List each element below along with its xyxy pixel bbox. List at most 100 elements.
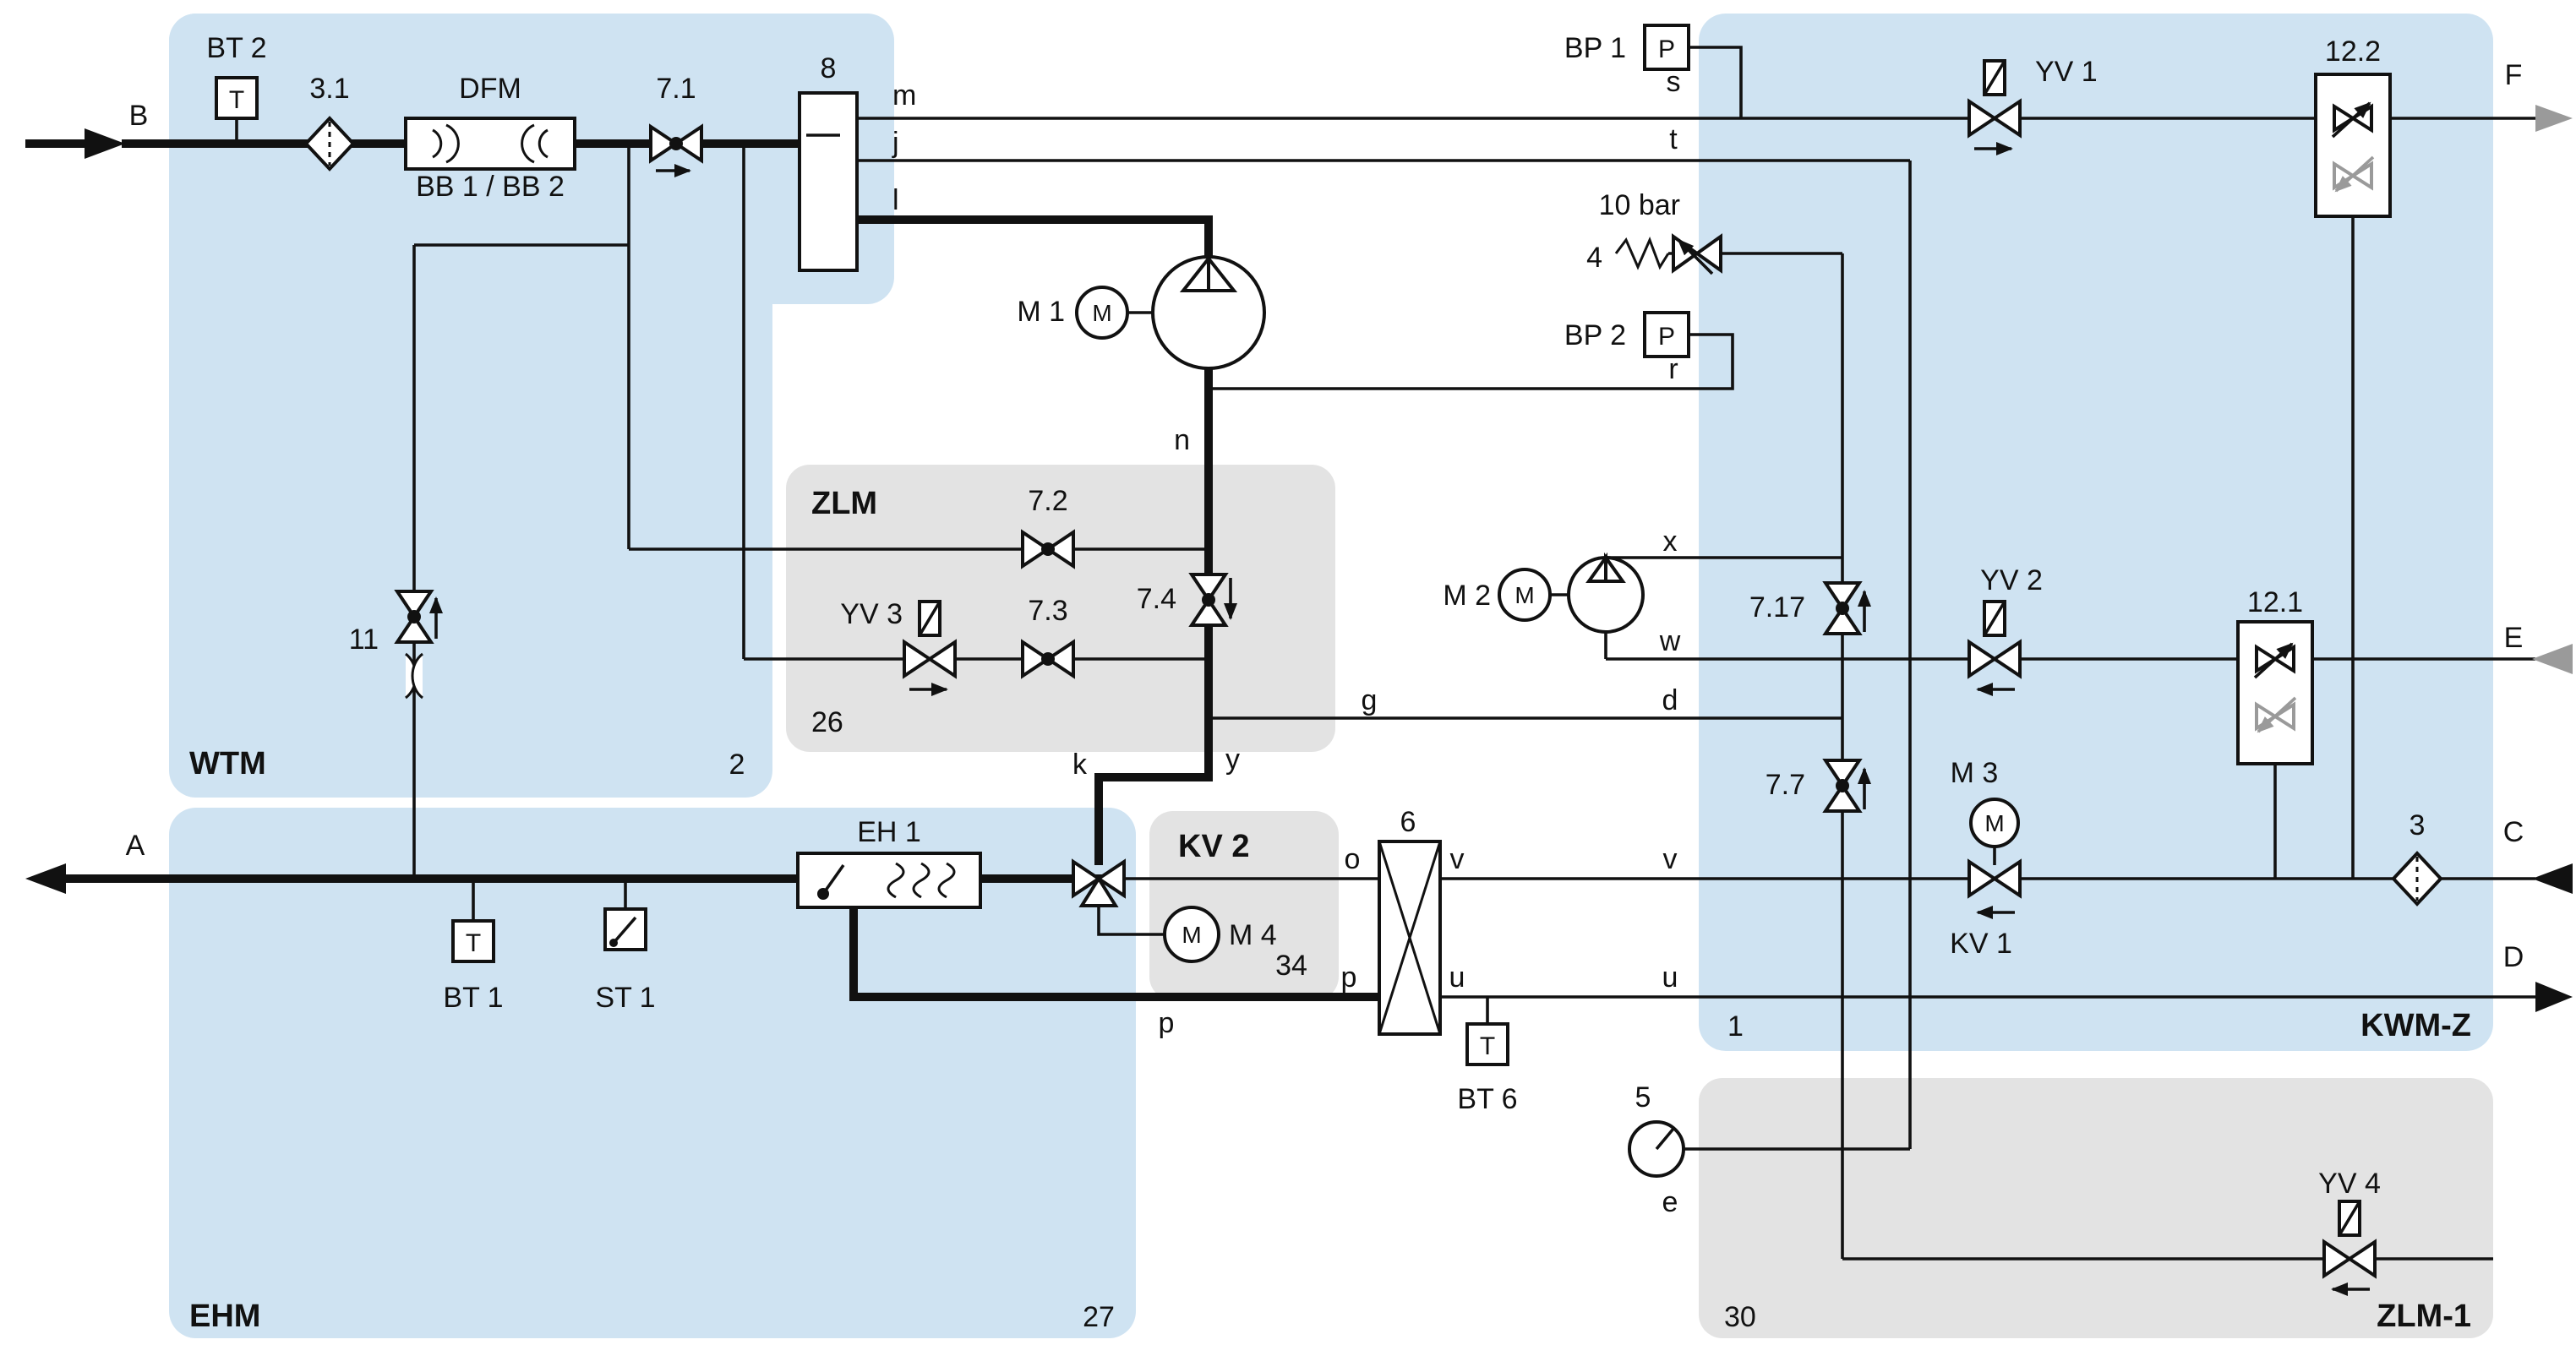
node-l: l <box>892 184 899 216</box>
motor-m3-icon <box>1969 798 2020 848</box>
panel-wtm <box>169 14 772 798</box>
v717-label: 7.17 <box>1749 591 1805 623</box>
inlet-arrow-b <box>85 128 125 159</box>
labels: B A F E C D WTM 2 EHM 27 ZLM 26 KV 2 34 … <box>126 32 2524 1334</box>
flex-coupling <box>405 652 423 700</box>
valve-kv2: M <box>1072 858 1220 963</box>
kwmz-number: 1 <box>1727 1010 1744 1043</box>
flow-meter-dfm <box>404 117 576 171</box>
yv2-label: YV 2 <box>1980 564 2043 596</box>
node-g: g <box>1362 684 1378 716</box>
zlm-label: ZLM <box>811 486 877 521</box>
valve-7-1 <box>649 123 703 177</box>
filter3-label: 3 <box>2410 809 2426 841</box>
bp2-symbol: P <box>1658 323 1675 351</box>
valve-7-7 <box>1822 759 1871 813</box>
panel-zlm1 <box>1699 1078 2493 1338</box>
valve-7-17 <box>1822 581 1871 635</box>
port-arrows <box>25 105 2573 1012</box>
node-n: n <box>1174 424 1190 456</box>
inlet-arrow-e <box>2532 644 2573 674</box>
inlet-arrow-c <box>2532 863 2573 894</box>
valve-yv1 <box>1967 59 2022 155</box>
port-c-label: C <box>2503 816 2524 848</box>
zlm-number: 26 <box>811 706 843 738</box>
m3-symbol: M <box>1984 810 2004 836</box>
port-f-label: F <box>2505 59 2523 91</box>
m1-symbol: M <box>1092 300 1111 326</box>
v77-label: 7.7 <box>1766 769 1805 801</box>
nrv121-label: 12.1 <box>2247 586 2303 618</box>
relief-rating: 10 bar <box>1599 189 1680 221</box>
valve-7-4 <box>1188 573 1237 627</box>
kv1-label: KV 1 <box>1950 928 2012 960</box>
nrv122-label: 12.2 <box>2325 35 2381 68</box>
m2-label: M 2 <box>1443 580 1491 612</box>
wtm-number: 2 <box>729 749 745 781</box>
sensor-bt1: T <box>451 919 495 963</box>
node-v2: v <box>1663 843 1678 875</box>
dfm-label: DFM <box>459 73 521 105</box>
m2-symbol: M <box>1514 582 1534 608</box>
bt1-label: BT 1 <box>443 982 503 1014</box>
kv2-panel-label: KV 2 <box>1178 829 1249 864</box>
port-d-label: D <box>2503 941 2524 973</box>
gauge-5 <box>1628 1120 1685 1178</box>
pump-m2: M <box>1498 552 1645 634</box>
bt2-symbol: T <box>229 86 244 114</box>
bp1-symbol: P <box>1658 35 1675 63</box>
bp2-label: BP 2 <box>1564 319 1626 351</box>
node-y: y <box>1225 743 1240 776</box>
node-p2: p <box>1159 1007 1175 1039</box>
sensor-bt2: T <box>215 76 259 120</box>
ehm-label: EHM <box>189 1299 260 1334</box>
outlet-arrow-a <box>25 863 66 894</box>
outlet-arrow-d <box>2535 982 2573 1012</box>
node-t: t <box>1669 123 1678 155</box>
node-d: d <box>1662 684 1678 716</box>
gauge5-label: 5 <box>1635 1081 1651 1114</box>
bt6-label: BT 6 <box>1457 1083 1517 1115</box>
node-u2: u <box>1662 961 1678 994</box>
yv4-label: YV 4 <box>2318 1168 2381 1200</box>
pump-m1: M <box>1075 253 1266 370</box>
motor-m1-icon <box>1075 286 1129 340</box>
m1-label: M 1 <box>1017 296 1065 328</box>
v72-label: 7.2 <box>1028 485 1067 517</box>
st1-label: ST 1 <box>595 982 655 1014</box>
valve-7-2 <box>1021 529 1075 569</box>
v11-label: 11 <box>349 623 379 656</box>
bt2-label: BT 2 <box>206 32 266 64</box>
heat-exchanger-6 <box>1378 840 1442 1036</box>
dfm-sublabel: BB 1 / BB 2 <box>416 171 565 203</box>
outlet-arrow-f <box>2535 105 2573 132</box>
eh1-label: EH 1 <box>857 816 921 848</box>
kwmz-label: KWM-Z <box>2360 1008 2471 1043</box>
node-k: k <box>1072 749 1088 781</box>
bt6-symbol: T <box>1480 1032 1495 1060</box>
yv3-label: YV 3 <box>840 598 903 630</box>
motor-m2-icon <box>1498 568 1552 622</box>
node-p1: p <box>1341 961 1357 994</box>
separator-8 <box>798 91 859 272</box>
valve-yv2 <box>1967 600 2022 696</box>
panel-kwmz <box>1699 14 2493 1051</box>
ehm-number: 27 <box>1083 1301 1115 1333</box>
filter-3-1 <box>303 116 356 172</box>
wtm-label: WTM <box>189 746 266 781</box>
filter-3 <box>2391 851 2443 907</box>
panel-ehm <box>169 808 1136 1338</box>
heater-eh1 <box>796 852 982 909</box>
zlm1-label: ZLM-1 <box>2377 1299 2471 1334</box>
bp1-label: BP 1 <box>1564 32 1626 64</box>
sensor-bp2: P <box>1643 311 1690 358</box>
relief-label: 4 <box>1586 242 1602 274</box>
node-j: j <box>892 127 899 159</box>
check-unit-12-2 <box>2314 73 2392 218</box>
valve-11 <box>394 590 443 644</box>
yv1-label: YV 1 <box>2035 56 2098 88</box>
valve-7-3 <box>1021 639 1075 679</box>
node-u1: u <box>1449 961 1465 994</box>
v74-label: 7.4 <box>1137 583 1176 615</box>
